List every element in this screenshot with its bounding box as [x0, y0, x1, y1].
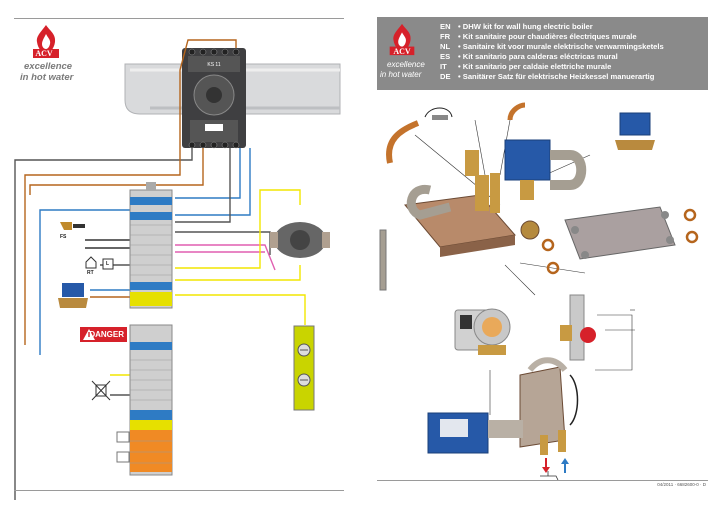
plate-heat-exchanger — [404, 173, 540, 257]
plate-heat-exchanger-detail — [564, 206, 676, 260]
tap-icon — [540, 471, 559, 480]
straight-pipe — [379, 229, 387, 291]
relay-socket: KS 11 — [182, 48, 246, 149]
fs-label: FS — [60, 234, 67, 240]
lang-row-en: EN• DHW kit for wall hung electric boile… — [440, 22, 593, 31]
flow-switch — [465, 150, 479, 176]
relay-label: KS 11 — [207, 62, 220, 68]
right-bottom-rule — [377, 480, 708, 481]
flow-switch-icon — [60, 222, 85, 230]
valve-actuator-small — [615, 112, 655, 150]
lang-row-it: IT• Kit sanitario per caldaie elettriche… — [440, 62, 612, 71]
warning-triangle-icon — [83, 329, 95, 340]
tagline-right-1: excellence — [387, 60, 425, 69]
kit-parts-illustration — [379, 102, 699, 480]
earth-terminal-icon — [293, 325, 315, 411]
assembled-dhw-kit — [427, 357, 579, 455]
lang-row-es: ES• Kit sanitario para calderas eléctric… — [440, 52, 618, 61]
rt-label: RT — [87, 270, 94, 276]
tagline-left-1: excellence — [24, 61, 73, 72]
brass-elbow — [507, 102, 526, 121]
l-label: L — [106, 261, 110, 267]
crossed-component-icon — [91, 380, 111, 401]
acv-flame-logo-left — [33, 25, 59, 58]
diverter-valve — [560, 294, 596, 361]
tagline-right-2: in hot water — [380, 70, 422, 79]
logo-text-right: ACV — [393, 47, 411, 56]
lang-row-nl: NL• Sanitaire kit voor murale elektrisch… — [440, 42, 664, 51]
terminal-block-top — [129, 182, 173, 309]
valve-actuator-icon — [58, 283, 88, 308]
left-top-rule — [14, 18, 344, 19]
valve-actuator-large — [504, 139, 587, 200]
room-thermostat-icon — [85, 256, 114, 270]
circulation-pump — [454, 308, 511, 355]
lang-row-de: DE• Sanitärer Satz für elektrische Heizk… — [440, 72, 655, 81]
footer-reference: 04/2011 · 6682600-0 · D — [657, 482, 706, 487]
logo-text-left: ACV — [35, 49, 53, 58]
language-header: ACV excellence in hot water EN• DHW kit … — [377, 17, 708, 90]
left-bottom-rule — [14, 490, 344, 491]
water-flow-arrows — [542, 458, 569, 473]
acv-flame-logo-right — [389, 23, 415, 56]
terminal-block-bottom — [116, 324, 173, 476]
copper-elbow-pipe — [386, 120, 420, 164]
tagline-left-2: in hot water — [20, 72, 74, 83]
wiring-diagram: KS 11 — [14, 39, 341, 500]
thermostat-disc-icon — [270, 222, 330, 258]
lang-row-fr: FR• Kit sanitaire pour chaudières électr… — [440, 32, 637, 41]
washers — [541, 208, 699, 275]
wired-sensor — [424, 107, 453, 120]
